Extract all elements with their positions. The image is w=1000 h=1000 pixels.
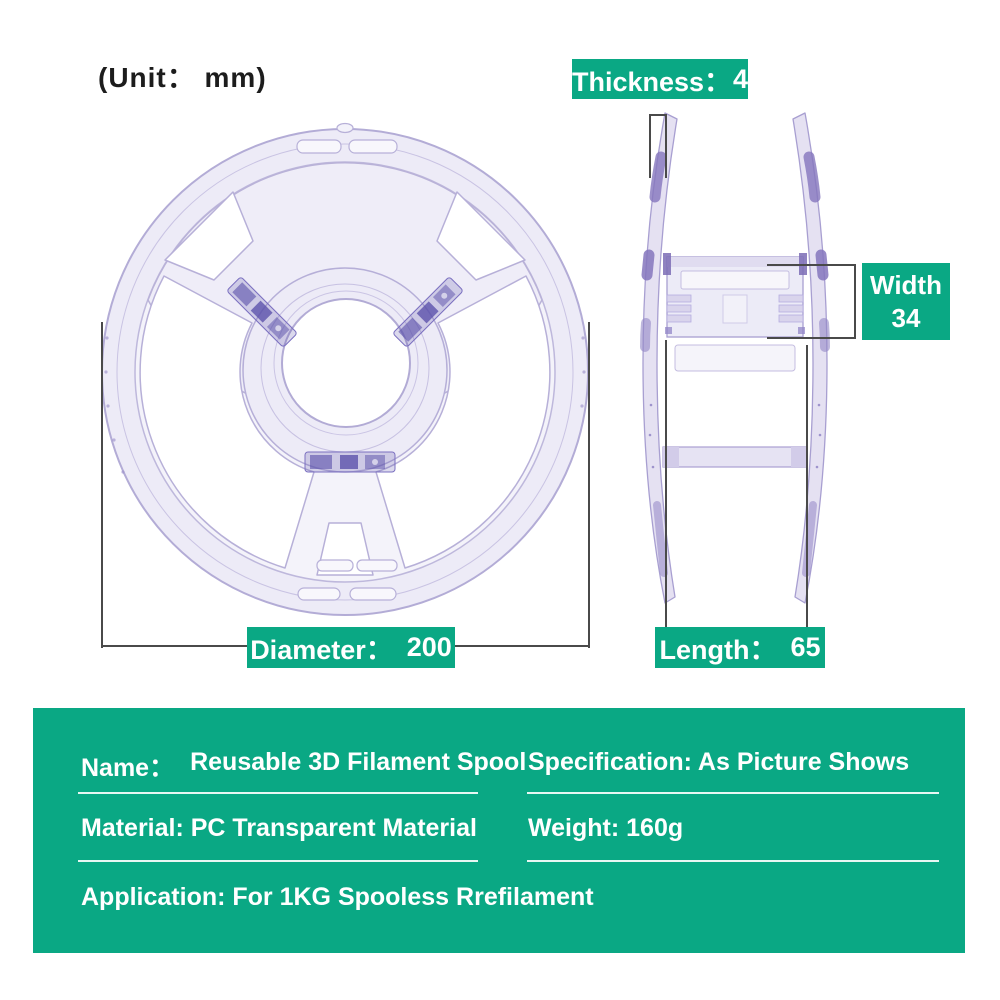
diameter-line-right [588, 322, 590, 648]
spec-panel: Name： Reusable 3D Filament Spool Specifi… [33, 708, 965, 953]
spool-side-view-illustration [635, 105, 835, 620]
thickness-bracket-left [649, 114, 651, 178]
spec-row-name: Name： Reusable 3D Filament Spool [81, 748, 526, 784]
thickness-value: 4 [732, 63, 748, 94]
unit-note: (Unit： mm) [98, 62, 267, 93]
divider [527, 792, 939, 794]
thickness-bracket-right [665, 114, 667, 178]
diameter-label: Diameter： [250, 635, 393, 665]
divider [78, 860, 478, 862]
thickness-badge: Thickness： 4 [572, 59, 748, 99]
length-badge: Length： 65 [655, 627, 825, 668]
width-label: Width [870, 270, 942, 300]
side-hub-block [663, 253, 807, 338]
clip-bottom [304, 451, 396, 473]
width-badge: Width 34 [862, 263, 950, 340]
length-line-right [806, 345, 808, 630]
spec-row-material: Material: PC Transparent Material [81, 814, 477, 842]
name-value: Reusable 3D Filament Spool [190, 748, 527, 776]
thickness-bracket-top [649, 114, 667, 116]
side-lower-bar [662, 446, 808, 468]
spool-left-opening [139, 275, 315, 569]
window-upper-left [164, 191, 254, 281]
clip-upper-right [393, 277, 463, 347]
length-label: Length： [659, 635, 777, 665]
divider [527, 860, 939, 862]
thickness-label: Thickness： [572, 66, 732, 97]
width-bracket-side [854, 264, 856, 339]
spec-row-weight: Weight: 160g [528, 814, 684, 842]
length-line-left [665, 340, 667, 630]
width-bracket-top [767, 264, 856, 266]
name-label: Name： [81, 754, 175, 782]
side-left-flange [643, 113, 677, 603]
spool-front-view-illustration [101, 122, 589, 616]
diameter-line-left [101, 322, 103, 648]
spec-row-application: Application: For 1KG Spooless Rrefilamen… [81, 883, 594, 911]
clip-upper-left [227, 277, 297, 347]
width-value: 34 [891, 302, 921, 333]
length-value: 65 [790, 632, 821, 662]
width-bracket-bottom [767, 337, 856, 339]
window-upper-right [436, 191, 526, 281]
side-label-recess [674, 344, 796, 372]
diameter-badge: Diameter： 200 [247, 627, 455, 668]
divider [78, 792, 478, 794]
side-right-flange [793, 113, 827, 603]
spool-center-hole [281, 298, 411, 428]
spool-right-opening [375, 275, 551, 569]
diameter-value: 200 [406, 632, 452, 662]
spec-row-specification: Specification: As Picture Shows [528, 748, 910, 776]
